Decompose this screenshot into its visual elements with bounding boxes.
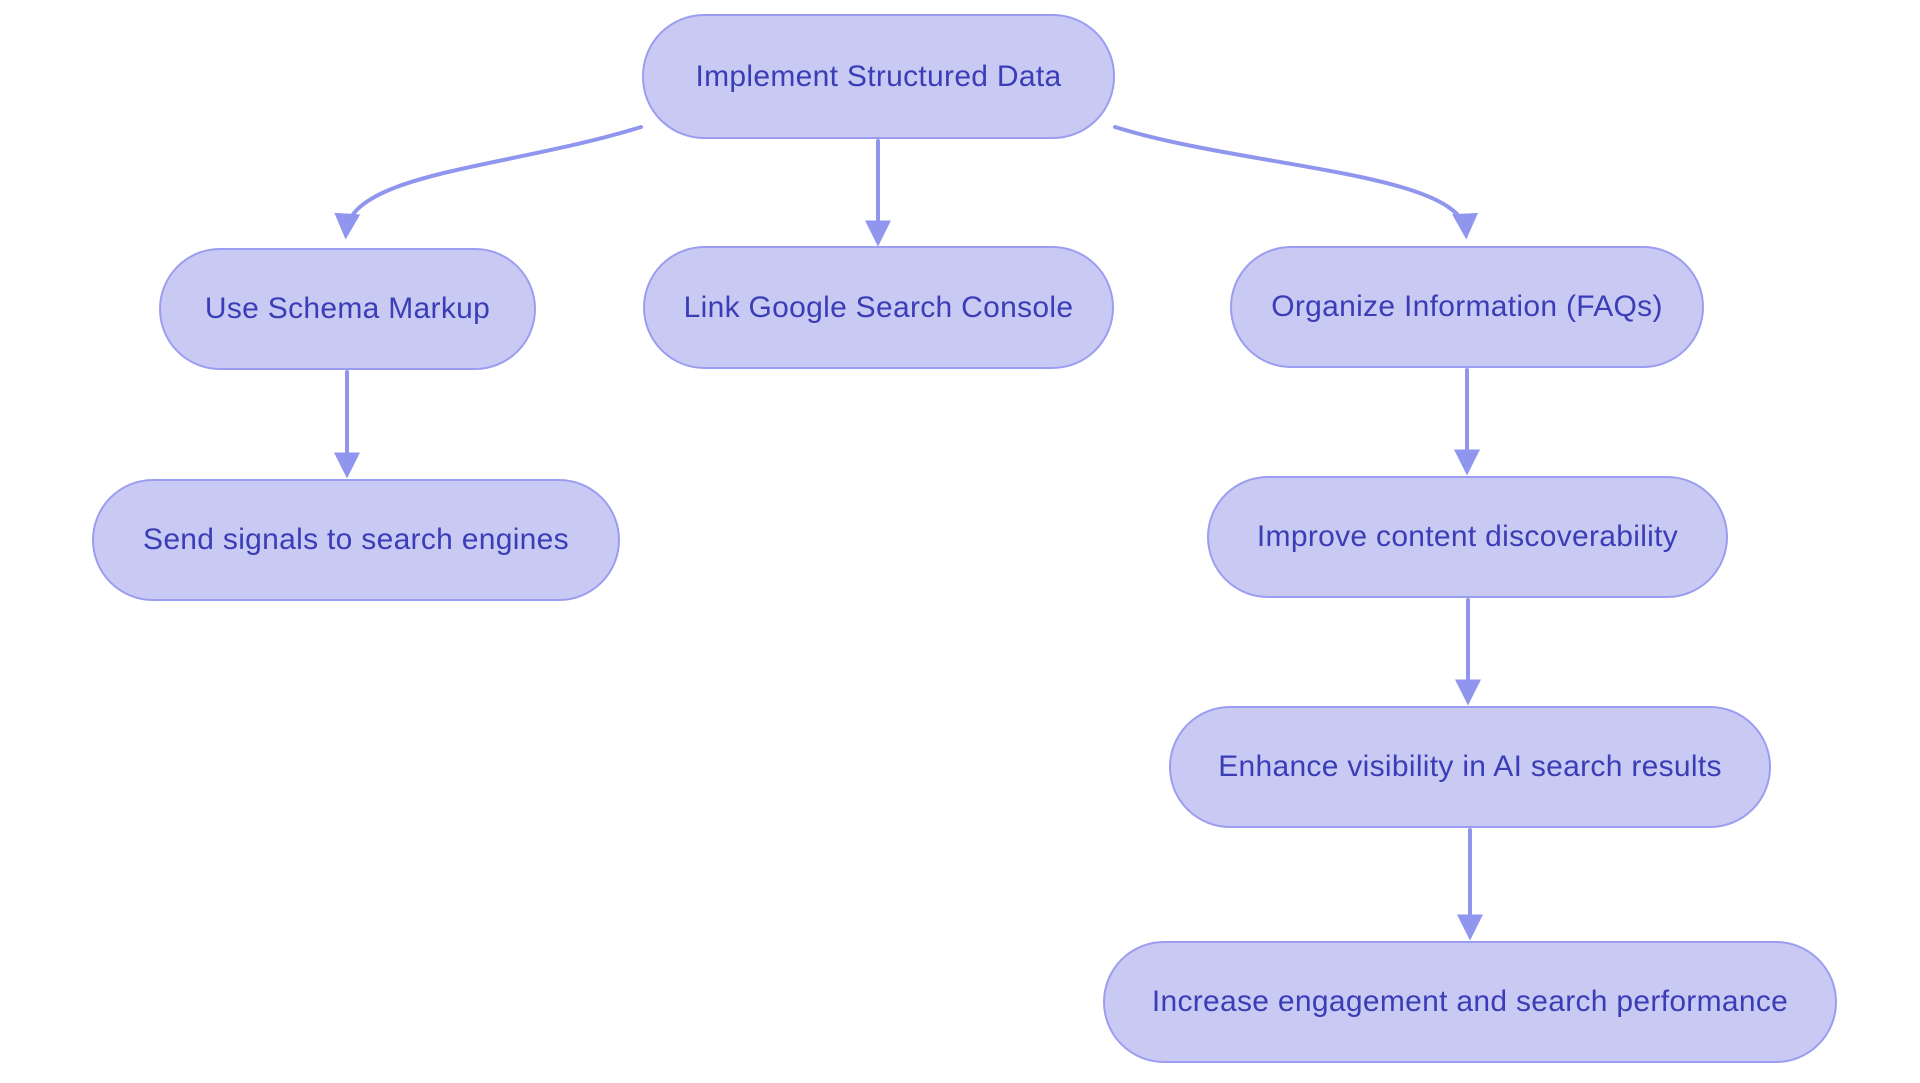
edge-implement-structured-data-to-use-schema-markup (334, 125, 643, 240)
node-organize-information-faqs: Organize Information (FAQs) (1230, 246, 1704, 368)
node-send-signals-to-search-engines: Send signals to search engines (92, 479, 620, 601)
node-use-schema-markup: Use Schema Markup (159, 248, 536, 370)
node-increase-engagement-and-search-performance: Increase engagement and search performan… (1103, 941, 1837, 1063)
node-link-google-search-console: Link Google Search Console (643, 246, 1114, 369)
node-improve-content-discoverability: Improve content discoverability (1207, 476, 1728, 598)
edge-implement-structured-data-to-organize-information-faqs (1113, 125, 1478, 240)
node-implement-structured-data: Implement Structured Data (642, 14, 1115, 139)
node-enhance-visibility-in-ai-search-results: Enhance visibility in AI search results (1169, 706, 1771, 828)
